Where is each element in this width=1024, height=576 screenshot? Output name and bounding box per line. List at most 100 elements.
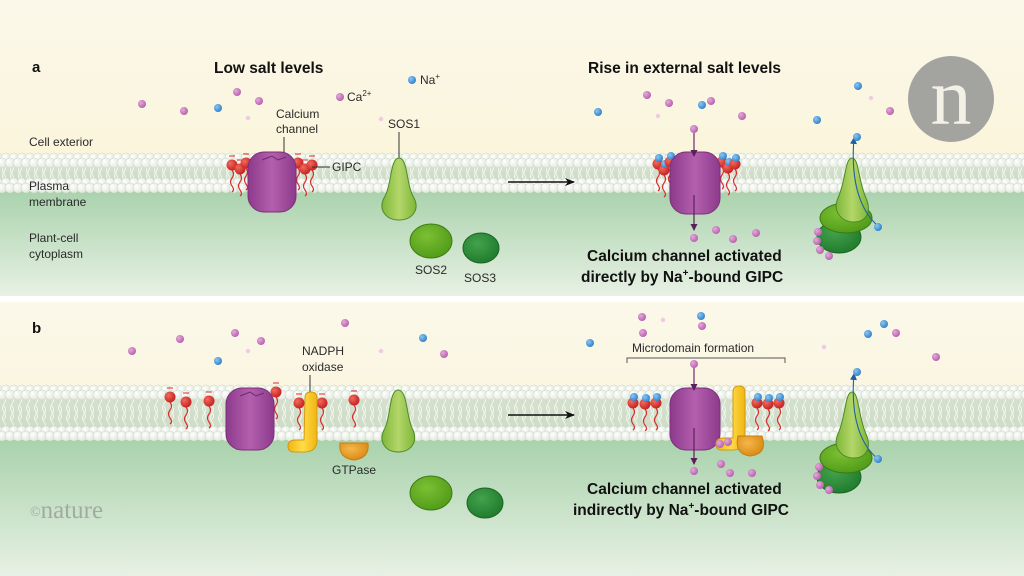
sos3-protein-b bbox=[466, 487, 504, 519]
nature-logo: n bbox=[908, 51, 994, 142]
gipc-head bbox=[348, 394, 360, 406]
cytoplasm-label-1: Plant-cell bbox=[29, 231, 78, 245]
na-ion bbox=[854, 82, 862, 90]
ions-panel-a bbox=[138, 82, 894, 243]
ca-ion bbox=[932, 353, 940, 361]
ca-ion bbox=[231, 329, 239, 337]
ca-ion bbox=[233, 88, 241, 96]
nadph-oxidase-label-2: oxidase bbox=[302, 360, 344, 374]
sos2-label: SOS2 bbox=[415, 263, 447, 277]
free-gipc-molecules bbox=[164, 382, 360, 431]
ca-ion bbox=[868, 95, 874, 101]
microdomain-bracket bbox=[626, 357, 786, 363]
na-bound-gipc-microdomain-left bbox=[627, 393, 662, 432]
sos3-protein bbox=[462, 232, 500, 264]
ca-ion bbox=[257, 337, 265, 345]
ca-ion bbox=[821, 344, 827, 350]
ca-ion bbox=[690, 234, 698, 242]
panel-b: b NADPH oxidase GTPase Microdomain forma… bbox=[0, 302, 1024, 576]
na-ion bbox=[813, 116, 821, 124]
ca-ion bbox=[660, 317, 666, 323]
rise-salt-title: Rise in external salt levels bbox=[588, 60, 781, 77]
bound-na-ion bbox=[765, 394, 773, 402]
calcium-channel-protein-b bbox=[225, 387, 275, 451]
ca-ion bbox=[655, 113, 661, 119]
lipid-head bbox=[1020, 390, 1024, 400]
activated-calcium-channel-b bbox=[669, 387, 721, 451]
gipc-head bbox=[306, 159, 318, 171]
panel-a-caption-2: directly by Na+-bound GIPC bbox=[581, 268, 783, 286]
na-ion bbox=[697, 312, 705, 320]
gipc-head bbox=[203, 395, 215, 407]
sos1-label: SOS1 bbox=[388, 117, 420, 131]
nature-copyright: ©nature bbox=[30, 497, 103, 524]
bound-na-ion bbox=[776, 393, 784, 401]
ca-ion bbox=[245, 115, 251, 121]
sos2-protein bbox=[409, 223, 453, 259]
ca-ion bbox=[255, 97, 263, 105]
cell-exterior-label: Cell exterior bbox=[29, 135, 93, 149]
panel-a: a Low salt levels Rise in external salt … bbox=[0, 0, 1024, 296]
panel-b-caption-2: indirectly by Na+-bound GIPC bbox=[573, 501, 789, 519]
plasma-membrane-label-1: Plasma bbox=[29, 179, 69, 193]
ca-ion bbox=[639, 329, 647, 337]
gipc-head bbox=[270, 386, 282, 398]
cytoplasm-region bbox=[0, 190, 1024, 296]
ca-ion bbox=[128, 347, 136, 355]
sos1-protein-b bbox=[381, 389, 416, 453]
ca-ion bbox=[690, 467, 698, 475]
plasma-membrane-label-2: membrane bbox=[29, 195, 87, 209]
nature-logo-letter: n bbox=[931, 51, 972, 142]
gtpase-protein bbox=[339, 442, 369, 461]
nadph-oxidase-label-1: NADPH bbox=[302, 344, 344, 358]
ca-ion bbox=[690, 125, 698, 133]
plasma-membrane-b bbox=[0, 384, 1024, 442]
ca-ion bbox=[341, 319, 349, 327]
na-bound-gipc-microdomain-right bbox=[751, 393, 785, 432]
ca-ion bbox=[638, 313, 646, 321]
sos-complex bbox=[813, 133, 882, 260]
ca-ion bbox=[440, 350, 448, 358]
bound-na-ion bbox=[630, 393, 638, 401]
panel-b-caption-1: Calcium channel activated bbox=[587, 481, 782, 498]
ca-ion bbox=[665, 99, 673, 107]
na-bound-gipc-right bbox=[716, 152, 741, 196]
bound-na-ion bbox=[754, 393, 762, 401]
gipc-head bbox=[164, 391, 176, 403]
ca-ion bbox=[707, 97, 715, 105]
ca-ion bbox=[378, 116, 384, 122]
microdomain-formation-label: Microdomain formation bbox=[632, 341, 754, 355]
ca-ion bbox=[892, 329, 900, 337]
ca-ion bbox=[886, 107, 894, 115]
sos2-protein-b bbox=[409, 475, 453, 511]
ca-ion bbox=[176, 335, 184, 343]
panel-divider bbox=[0, 296, 1024, 302]
calcium-channel-label-2: channel bbox=[276, 122, 318, 136]
na-ion bbox=[214, 104, 222, 112]
lipid-head bbox=[1020, 183, 1024, 193]
na-ion bbox=[586, 339, 594, 347]
ca-ion bbox=[138, 100, 146, 108]
calcium-channel-protein bbox=[247, 151, 297, 213]
na-ion bbox=[214, 357, 222, 365]
gipc-label: GIPC bbox=[332, 160, 362, 174]
bound-na-ion bbox=[655, 154, 663, 162]
plasma-membrane bbox=[0, 152, 1024, 194]
bound-na-ion bbox=[653, 393, 661, 401]
ca-ion bbox=[245, 348, 251, 354]
ions-panel-b bbox=[128, 312, 940, 477]
ca-ion bbox=[738, 112, 746, 120]
calcium-channel-label-1: Calcium bbox=[276, 107, 319, 121]
na-ion bbox=[594, 108, 602, 116]
ca-ion bbox=[712, 226, 720, 234]
lipid-head bbox=[1020, 158, 1024, 168]
low-salt-title: Low salt levels bbox=[214, 60, 323, 77]
ca-ion bbox=[643, 91, 651, 99]
panel-a-caption-1: Calcium channel activated bbox=[587, 248, 782, 265]
na-ion bbox=[698, 101, 706, 109]
panel-a-letter: a bbox=[32, 59, 41, 76]
ca-ion bbox=[748, 469, 756, 477]
ca-ion bbox=[716, 440, 724, 448]
na-ion bbox=[880, 320, 888, 328]
